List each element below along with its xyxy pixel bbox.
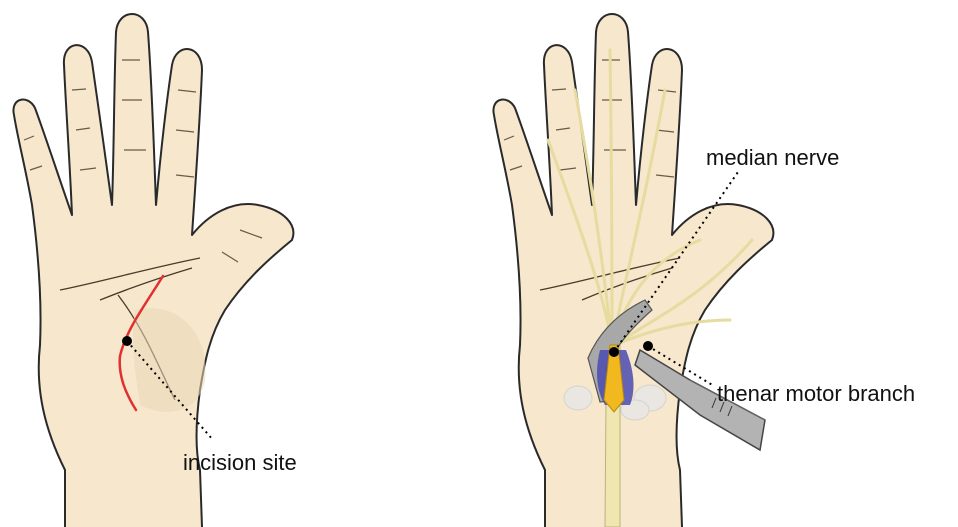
right-hand-outline [493, 14, 773, 527]
incision-site-label: incision site [183, 452, 297, 474]
right-hand-illustration [493, 14, 773, 527]
thenar-motor-branch-label: thenar motor branch [717, 383, 915, 405]
median-nerve-label: median nerve [706, 147, 839, 169]
